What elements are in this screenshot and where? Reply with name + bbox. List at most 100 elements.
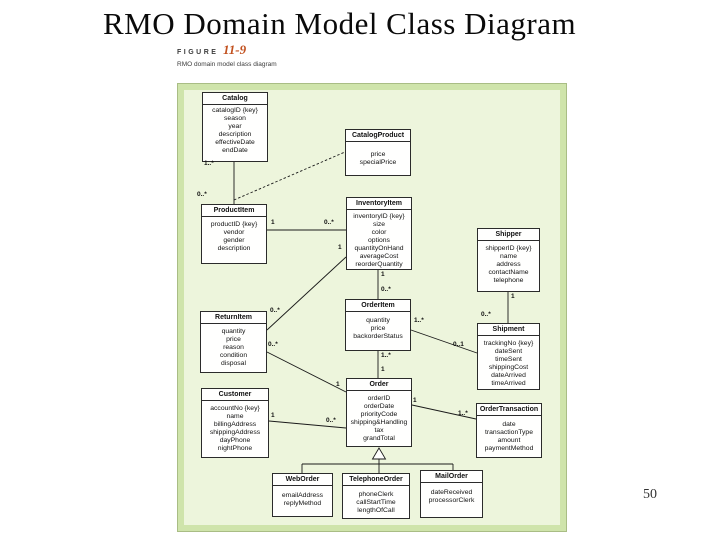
page-number: 50 [643, 487, 657, 502]
attribute: reason [223, 344, 244, 351]
multiplicity-label: 1..* [458, 410, 468, 417]
attribute: lengthOfCall [357, 507, 395, 514]
attribute: condition [219, 352, 248, 359]
class-name-catalog: Catalog [203, 93, 267, 105]
attribute: size [372, 221, 386, 228]
multiplicity-label: 0..1 [453, 341, 464, 348]
multiplicity-label: 0..* [197, 191, 207, 198]
attribute: timeArrived [491, 380, 526, 387]
attribute: color [371, 229, 387, 236]
attribute: reorderQuantity [355, 261, 403, 268]
attribute: inventoryID {key} [353, 213, 405, 220]
attribute: price [370, 325, 386, 332]
multiplicity-label: 0..* [270, 307, 280, 314]
class-name-telephone-order: TelephoneOrder [343, 474, 409, 486]
class-name-order-item: OrderItem [346, 300, 410, 312]
class-name-shipper: Shipper [478, 229, 539, 241]
attribute: shipping&Handling [350, 419, 408, 426]
multiplicity-label: 0..* [326, 417, 336, 424]
attribute: grandTotal [363, 435, 395, 442]
class-name-return-item: ReturnItem [201, 312, 266, 324]
slide-title: RMO Domain Model Class Diagram [103, 6, 577, 41]
attribute: paymentMethod [484, 445, 534, 452]
attribute: transactionType [485, 429, 533, 436]
attribute: quantity [366, 317, 390, 324]
multiplicity-label: 1..* [204, 160, 214, 167]
multiplicity-label: 1 [381, 271, 385, 278]
attribute: dateReceived [430, 489, 473, 496]
attribute: processorClerk [428, 497, 475, 504]
attribute: address [496, 261, 521, 268]
attribute: shipperID {key} [485, 245, 532, 252]
attribute: dayPhone [219, 437, 251, 444]
class-name-order: Order [347, 379, 411, 391]
attribute: dateArrived [491, 372, 526, 379]
attribute: quantityOnHand [354, 245, 404, 252]
attribute: tax [374, 427, 384, 434]
attribute: options [368, 237, 390, 244]
attribute: phoneClerk [358, 491, 394, 498]
attribute: billingAddress [213, 421, 257, 428]
class-name-mail-order: MailOrder [421, 471, 482, 483]
multiplicity-label: 1 [271, 412, 275, 419]
attribute: season [224, 115, 246, 122]
attribute: description [217, 245, 251, 252]
attribute: amount [497, 437, 521, 444]
attribute: priorityCode [360, 411, 398, 418]
attribute: shippingAddress [209, 429, 261, 436]
attribute: dateSent [494, 348, 523, 355]
attribute: year [228, 123, 242, 130]
figure-label: FIGURE [177, 49, 219, 56]
attribute: replyMethod [283, 500, 322, 507]
class-name-customer: Customer [202, 389, 268, 401]
attribute: nightPhone [217, 445, 253, 452]
multiplicity-label: 1 [336, 381, 340, 388]
class-name-inventory-item: InventoryItem [347, 198, 411, 210]
attribute: backorderStatus [353, 333, 403, 340]
attribute: callStartTime [356, 499, 396, 506]
multiplicity-label: 1 [381, 366, 385, 373]
attribute: trackingNo {key} [483, 340, 534, 347]
attribute: orderDate [363, 403, 395, 410]
multiplicity-label: 0..* [481, 311, 491, 318]
multiplicity-label: 1 [511, 293, 515, 300]
attribute: date [502, 421, 516, 428]
attribute: shippingCost [488, 364, 529, 371]
multiplicity-label: 0..* [268, 341, 278, 348]
multiplicity-label: 0..* [381, 286, 391, 293]
class-name-shipment: Shipment [478, 324, 539, 336]
attribute: catalogID {key} [212, 107, 258, 114]
attribute: emailAddress [281, 492, 324, 499]
attribute: timeSent [495, 356, 522, 363]
figure-caption: RMO domain model class diagram [177, 61, 277, 68]
multiplicity-label: 1 [413, 397, 417, 404]
attribute: price [370, 151, 386, 158]
figure-number: 11-9 [223, 42, 247, 57]
attribute: averageCost [359, 253, 399, 260]
attribute: quantity [221, 328, 246, 335]
multiplicity-label: 0..* [324, 219, 334, 226]
attribute: description [218, 131, 252, 138]
attribute: gender [223, 237, 245, 244]
attribute: productID {key} [210, 221, 258, 228]
